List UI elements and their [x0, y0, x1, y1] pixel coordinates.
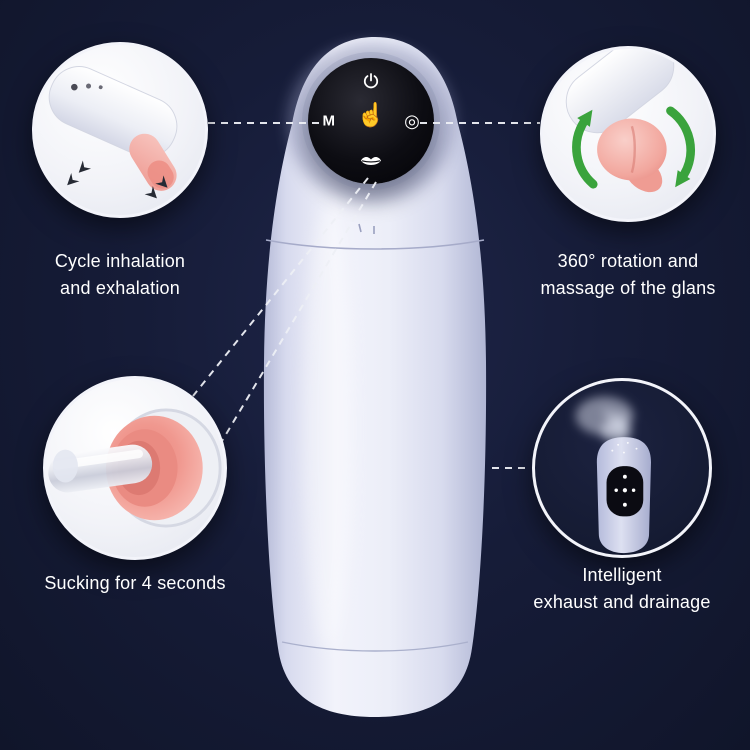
mini-panel-buttons	[614, 474, 636, 507]
probe-tip-highlight	[52, 449, 78, 483]
caption-exhaust-drainage: Intelligent exhaust and drainage	[512, 562, 732, 616]
exhaust-mist-illustration	[575, 396, 651, 554]
mist-spray	[575, 396, 634, 445]
mouth-icon	[359, 154, 383, 168]
caption-rotation-massage: 360° rotation and massage of the glans	[510, 248, 746, 302]
mode-button-icon: M	[322, 112, 336, 130]
caption-sucking: Sucking for 4 seconds	[15, 570, 255, 597]
caption-cycle-inhalation: Cycle inhalation and exhalation	[10, 248, 230, 302]
callout-sucking	[43, 376, 227, 560]
caption-line: and exhalation	[60, 278, 180, 298]
caption-line: 360° rotation and	[557, 251, 699, 271]
rotation-arrows-icon	[572, 106, 695, 189]
rotation-massage-illustration	[565, 49, 695, 193]
callout-exhaust-drainage	[532, 378, 712, 558]
callout-cycle-inhalation	[32, 42, 208, 218]
glans-sleeve	[597, 118, 667, 193]
power-icon	[363, 73, 380, 90]
inhale-exhale-illustration	[48, 66, 178, 199]
touch-icon: ☝	[356, 101, 386, 128]
caption-line: Cycle inhalation	[54, 251, 186, 271]
caption-line: massage of the glans	[540, 278, 716, 298]
callout-rotation-massage	[540, 46, 716, 222]
target-icon: ◎	[404, 111, 420, 131]
caption-line: Sucking for 4 seconds	[44, 573, 226, 593]
bottom-cap-seam	[281, 641, 469, 652]
dome-speckles	[611, 441, 638, 454]
pink-sleeve	[129, 133, 177, 191]
caption-line: exhaust and drainage	[533, 592, 711, 612]
mini-device-body	[565, 49, 675, 134]
body-highlight	[302, 208, 354, 648]
mini-device-body	[48, 66, 178, 158]
sucking-closeup-illustration	[48, 408, 222, 528]
caption-line: Intelligent	[582, 565, 662, 585]
control-panel: M ☝ ◎	[308, 58, 434, 184]
device-body: M ☝ ◎	[258, 28, 492, 724]
